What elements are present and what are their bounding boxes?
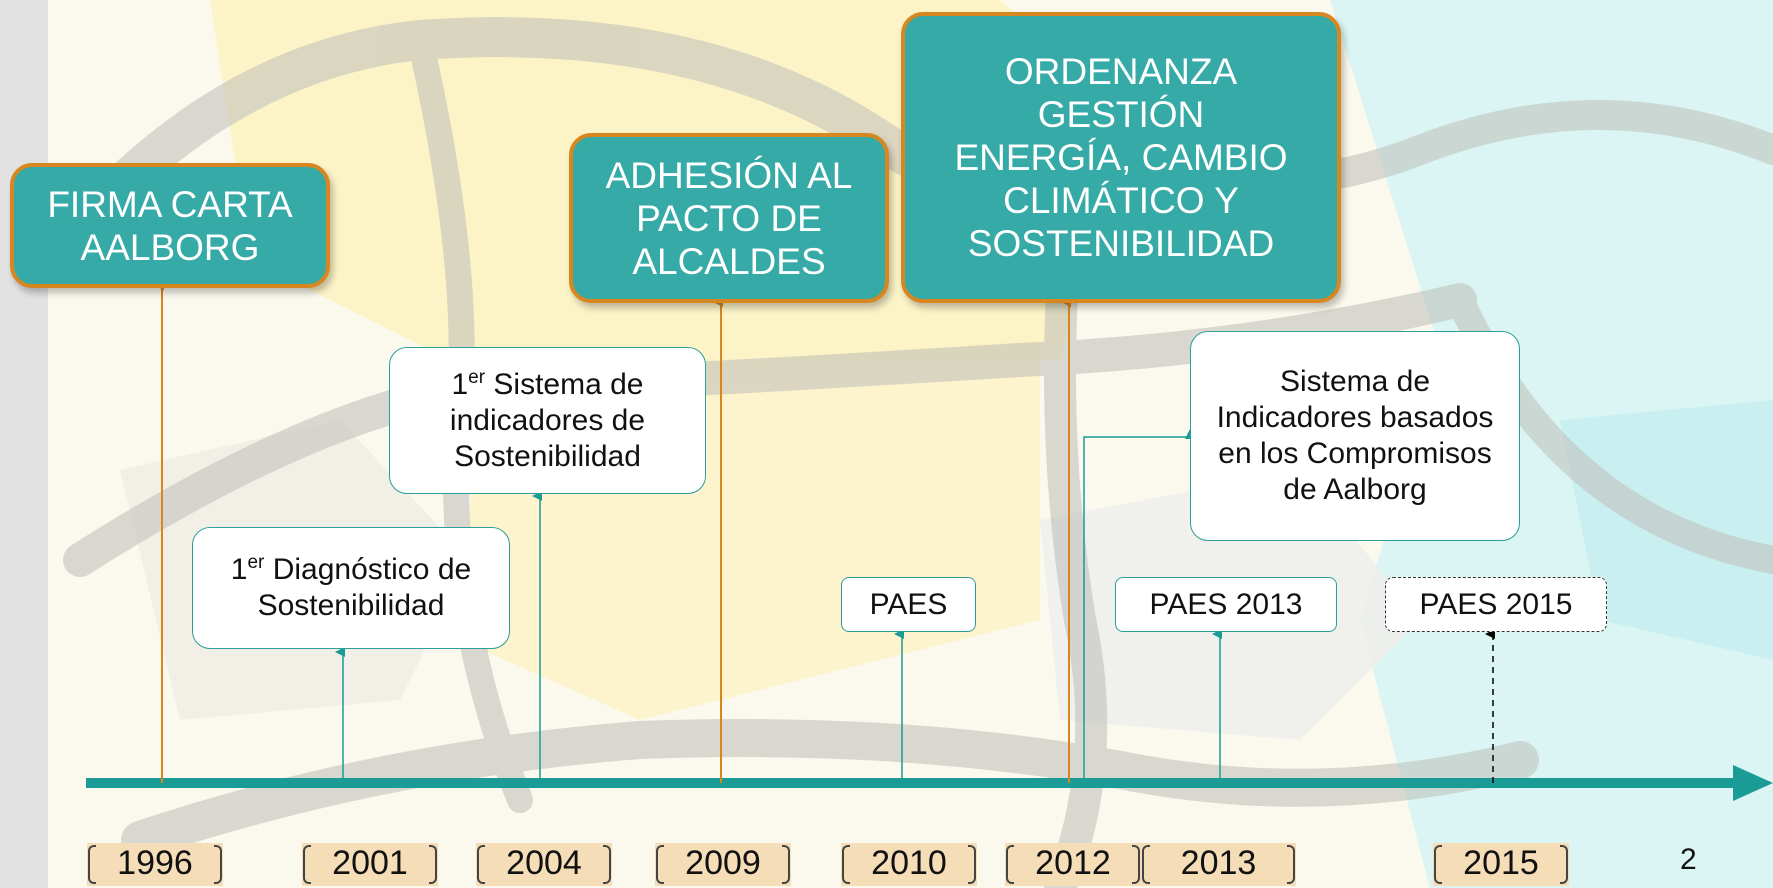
year-label-1996: 1996 [87, 843, 223, 886]
year-label-2004: 2004 [476, 843, 612, 886]
milestone-label: FIRMA CARTA AALBORG [47, 183, 293, 268]
event-paes-2013: PAES 2013 [1115, 577, 1337, 632]
year-label-2001: 2001 [302, 843, 438, 886]
page-number: 2 [1680, 843, 1697, 876]
event-diagnostico-sostenibilidad: 1er Diagnóstico de Sostenibilidad [192, 527, 510, 649]
milestone-firma-carta-aalborg: FIRMA CARTA AALBORG [10, 163, 330, 288]
event-sistema-indicadores: 1er Sistema de indicadores de Sostenibil… [389, 347, 706, 494]
event-paes: PAES [841, 577, 976, 632]
year-label-2012: 2012 [1005, 843, 1141, 886]
connector-compromisos [1083, 429, 1195, 783]
event-label: 1er Diagnóstico de Sostenibilidad [230, 552, 472, 622]
year-label-2010: 2010 [841, 843, 977, 886]
year-label-2009: 2009 [655, 843, 791, 886]
milestone-label: ORDENANZA GESTIÓN ENERGÍA, CAMBIO CLIMÁT… [954, 51, 1288, 264]
event-indicadores-compromisos-aalborg: Sistema de Indicadores basados en los Co… [1190, 331, 1520, 541]
timeline-axis-arrowhead [1733, 765, 1773, 801]
event-label: 1er Sistema de indicadores de Sostenibil… [449, 366, 646, 473]
year-label-2015: 2015 [1433, 843, 1569, 886]
event-paes-2015: PAES 2015 [1385, 577, 1607, 632]
milestone-pacto-de-alcaldes: ADHESIÓN AL PACTO DE ALCALDES [569, 133, 889, 303]
year-label-2013: 2013 [1141, 843, 1296, 886]
event-label: Sistema de Indicadores basados en los Co… [1216, 365, 1494, 506]
milestone-label: ADHESIÓN AL PACTO DE ALCALDES [605, 154, 853, 282]
milestone-ordenanza: ORDENANZA GESTIÓN ENERGÍA, CAMBIO CLIMÁT… [901, 12, 1341, 303]
